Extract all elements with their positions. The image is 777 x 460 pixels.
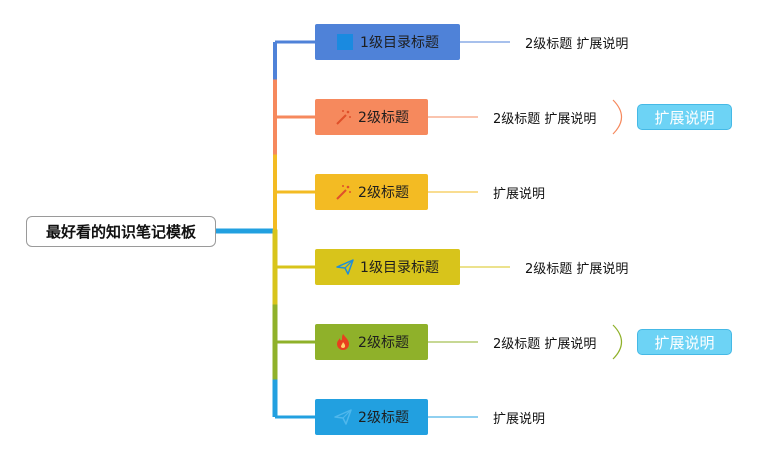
branch-label: 2级标题 — [358, 185, 409, 201]
paper-plane-icon — [334, 408, 352, 426]
detail-text[interactable]: 扩展说明 — [493, 412, 546, 427]
root-topic[interactable]: 最好看的知识笔记模板 — [26, 216, 216, 247]
branch-label: 1级目录标题 — [360, 35, 439, 51]
branch-topic[interactable]: 2级标题 — [315, 399, 428, 435]
detail-text[interactable]: 2级标题 扩展说明 — [525, 262, 629, 277]
branch-label: 2级标题 — [358, 110, 409, 126]
flame-icon — [334, 333, 352, 351]
branch-topic[interactable]: 1级目录标题 — [315, 24, 460, 60]
detail-text[interactable]: 扩展说明 — [493, 187, 546, 202]
detail-text[interactable]: 2级标题 扩展说明 — [493, 112, 597, 127]
branch-topic[interactable]: 2级标题 — [315, 174, 428, 210]
summary-bracket — [612, 324, 623, 360]
branch-topic[interactable]: 2级标题 — [315, 324, 428, 360]
detail-text[interactable]: 2级标题 扩展说明 — [493, 337, 597, 352]
branch-label: 1级目录标题 — [360, 260, 439, 276]
summary-tag[interactable]: 扩展说明 — [637, 104, 732, 130]
summary-bracket — [612, 99, 623, 135]
magic-wand-icon — [334, 108, 352, 126]
paper-plane-icon — [336, 258, 354, 276]
square-icon — [336, 33, 354, 51]
detail-text[interactable]: 2级标题 扩展说明 — [525, 37, 629, 52]
branch-topic[interactable]: 2级标题 — [315, 99, 428, 135]
branch-topic[interactable]: 1级目录标题 — [315, 249, 460, 285]
summary-tag[interactable]: 扩展说明 — [637, 329, 732, 355]
branch-label: 2级标题 — [358, 335, 409, 351]
magic-wand-icon — [334, 183, 352, 201]
branch-label: 2级标题 — [358, 410, 409, 426]
